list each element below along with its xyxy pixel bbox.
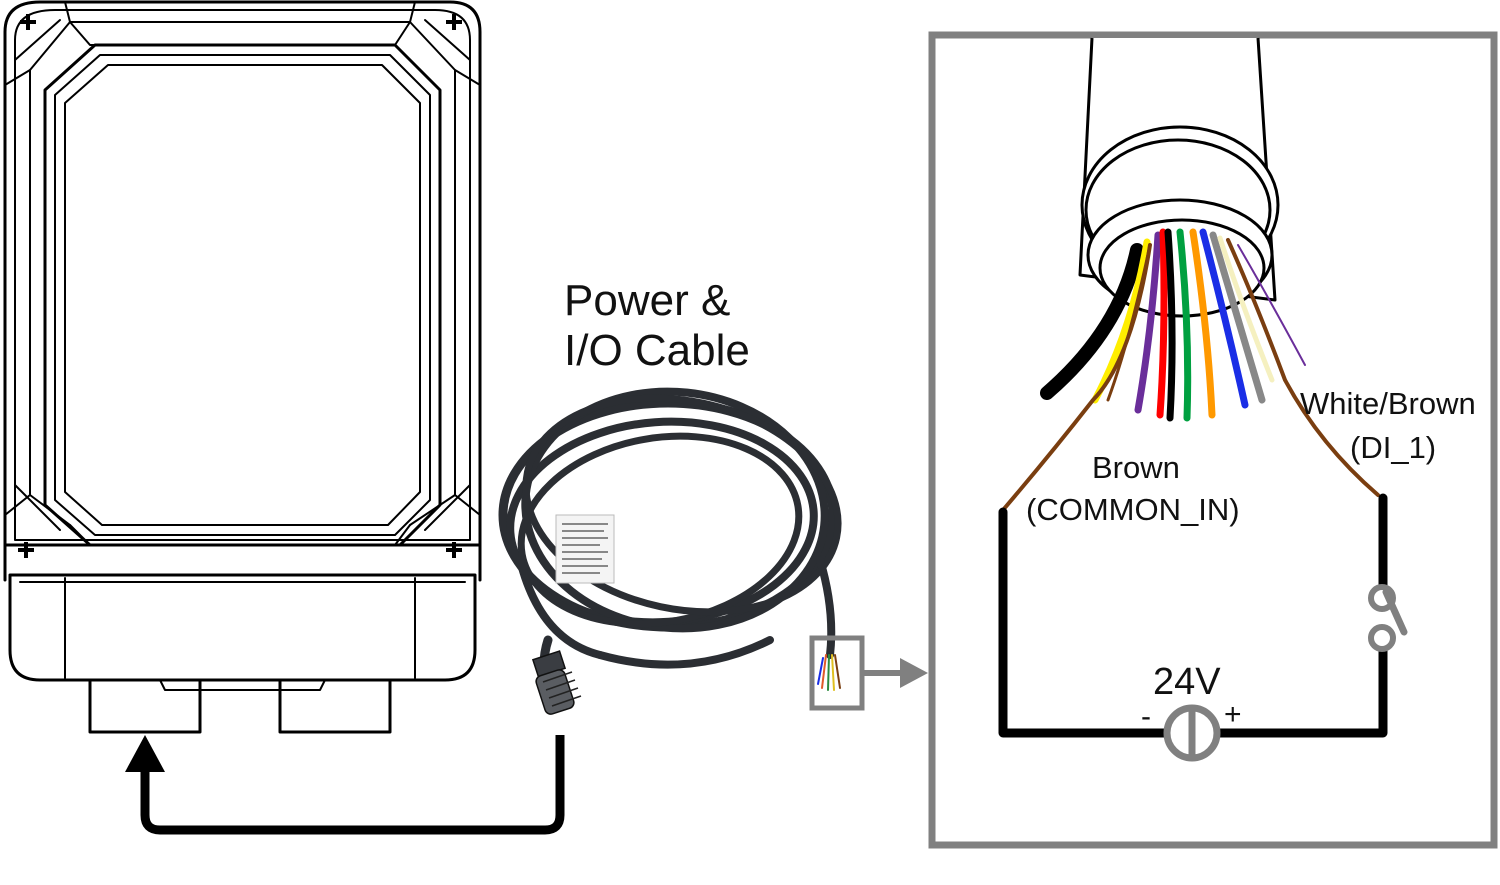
zoom-arrowhead-icon (900, 658, 928, 688)
cable-title-line2: I/O Cable (564, 326, 750, 375)
detail-frame (928, 31, 1498, 849)
m12-connector (531, 650, 582, 715)
connection-arrowhead-icon (125, 735, 165, 772)
wire-brown (1001, 243, 1152, 512)
cable-coil (498, 387, 842, 695)
device-housing (3, 0, 482, 734)
dc-source-icon (1163, 704, 1221, 762)
conductor-bundle (1040, 228, 1306, 422)
white-brown-wire-name: White/Brown (1300, 386, 1476, 421)
circuit-loop (998, 493, 1388, 738)
brown-wire-signal: (COMMON_IN) (1026, 492, 1240, 527)
wire-white-brown (1226, 238, 1380, 497)
switch-icon (1368, 584, 1408, 652)
cable-jacket (1078, 37, 1280, 318)
supply-plus: + (1224, 698, 1242, 731)
screw-icons (18, 14, 462, 558)
cable-end-leads (817, 654, 841, 691)
supply-voltage: 24V (1153, 661, 1221, 703)
cable-tag (555, 514, 615, 584)
supply-minus: - (1141, 700, 1151, 733)
cable-title-line1: Power & (564, 276, 731, 325)
connection-line (140, 735, 565, 835)
white-brown-wire-signal: (DI_1) (1350, 430, 1437, 465)
brown-wire-name: Brown (1092, 450, 1180, 485)
